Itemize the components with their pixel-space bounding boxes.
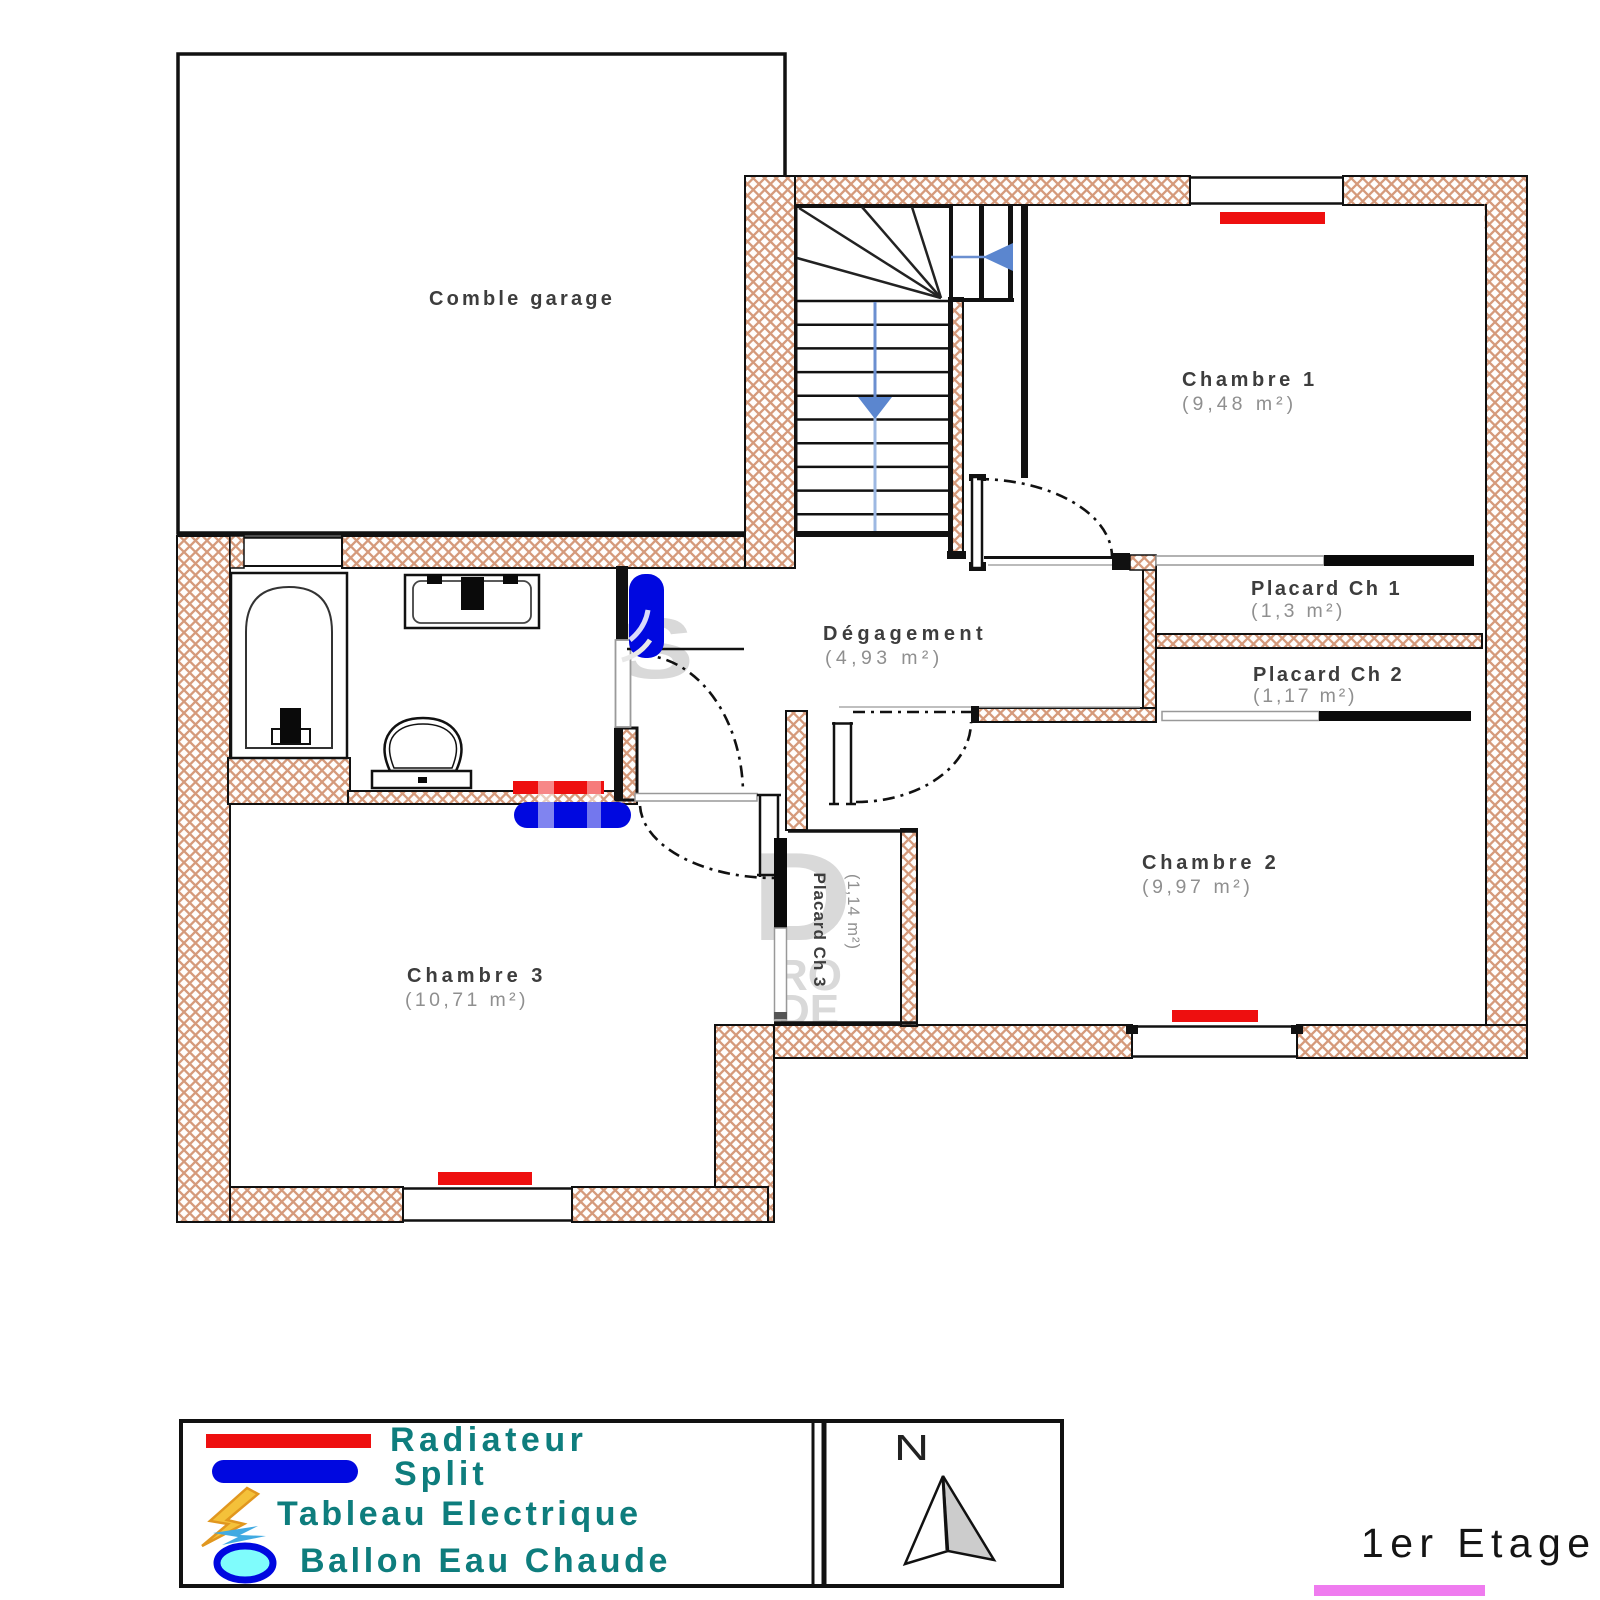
svg-text:Radiateur: Radiateur [390, 1421, 587, 1459]
svg-text:Comble garage: Comble garage [429, 288, 615, 310]
svg-text:Placard Ch 3: Placard Ch 3 [810, 873, 829, 988]
svg-text:Placard Ch 1: Placard Ch 1 [1251, 578, 1402, 600]
svg-text:Placard Ch 2: Placard Ch 2 [1253, 664, 1404, 686]
svg-text:(4,93 m²): (4,93 m²) [825, 647, 944, 669]
svg-text:Ballon Eau Chaude: Ballon Eau Chaude [300, 1542, 671, 1580]
svg-text:(9,97 m²): (9,97 m²) [1142, 876, 1254, 898]
svg-text:N: N [894, 1428, 929, 1468]
svg-text:Chambre 2: Chambre 2 [1142, 852, 1280, 874]
svg-text:Chambre 1: Chambre 1 [1182, 369, 1318, 391]
svg-text:1er Etage: 1er Etage [1361, 1520, 1596, 1566]
svg-text:(9,48 m²): (9,48 m²) [1182, 393, 1297, 415]
svg-text:D: D [752, 826, 852, 967]
svg-text:(1,17 m²): (1,17 m²) [1253, 685, 1357, 707]
svg-text:Dégagement: Dégagement [823, 623, 987, 645]
svg-text:(1,14 m²): (1,14 m²) [844, 874, 862, 950]
svg-text:(10,71 m²): (10,71 m²) [405, 989, 529, 1011]
svg-text:(1,3 m²): (1,3 m²) [1251, 600, 1346, 622]
svg-text:Split: Split [394, 1455, 488, 1493]
svg-text:Tableau Electrique: Tableau Electrique [277, 1495, 642, 1533]
svg-text:Chambre 3: Chambre 3 [407, 965, 546, 987]
